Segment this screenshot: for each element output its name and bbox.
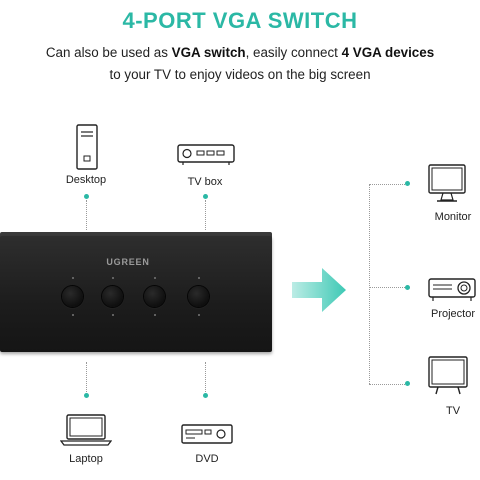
led-indicator [154, 277, 156, 279]
led-indicator [198, 314, 200, 316]
output-bracket-line [369, 184, 370, 384]
brand-logo: UGREEN [106, 257, 150, 267]
subtitle: Can also be used as VGA switch, easily c… [0, 42, 480, 86]
connector-line [86, 200, 87, 230]
switch-button-3[interactable] [144, 286, 165, 307]
connector-dot [405, 181, 410, 186]
subtitle-emphasis: VGA switch [171, 45, 246, 60]
connector-line [205, 362, 206, 392]
input-label-laptop: Laptop [69, 453, 103, 465]
switch-button-1[interactable] [62, 286, 83, 307]
connector-line [205, 200, 206, 230]
subtitle-line-2: to your TV to enjoy videos on the big sc… [109, 67, 371, 82]
led-indicator [112, 314, 114, 316]
connector-dot [84, 393, 89, 398]
led-indicator [72, 277, 74, 279]
switch-button-2[interactable] [102, 286, 123, 307]
connector-dot [405, 381, 410, 386]
dvd-player-icon [181, 424, 233, 444]
tv-box-icon [177, 144, 235, 165]
output-branch-line [369, 287, 407, 288]
led-indicator [198, 277, 200, 279]
subtitle-emphasis: 4 VGA devices [341, 45, 435, 60]
page-title: 4-PORT VGA SWITCH [122, 8, 358, 33]
output-branch-line [369, 184, 407, 185]
output-label-projector: Projector [430, 308, 476, 320]
switch-button-4[interactable] [188, 286, 209, 307]
led-indicator [154, 314, 156, 316]
subtitle-part: , easily connect [245, 45, 342, 60]
input-label-tvbox: TV box [187, 176, 223, 188]
connector-dot [203, 393, 208, 398]
input-label-desktop: Desktop [65, 174, 107, 186]
laptop-icon [60, 414, 112, 446]
led-indicator [72, 314, 74, 316]
output-label-monitor: Monitor [434, 211, 472, 223]
led-indicator [112, 277, 114, 279]
subtitle-part: Can also be used as [45, 45, 172, 60]
switch-top-edge [0, 232, 272, 238]
output-branch-line [369, 384, 407, 385]
input-label-dvd: DVD [195, 453, 219, 465]
desktop-tower-icon [76, 124, 98, 170]
output-label-tv: TV [445, 405, 461, 417]
connector-dot [203, 194, 208, 199]
projector-icon [428, 278, 476, 301]
monitor-icon [428, 164, 466, 202]
connector-dot [84, 194, 89, 199]
vga-switch-device [0, 236, 272, 352]
tv-icon [428, 356, 468, 395]
connector-line [86, 362, 87, 392]
connector-dot [405, 285, 410, 290]
arrow-right-icon [292, 268, 346, 312]
